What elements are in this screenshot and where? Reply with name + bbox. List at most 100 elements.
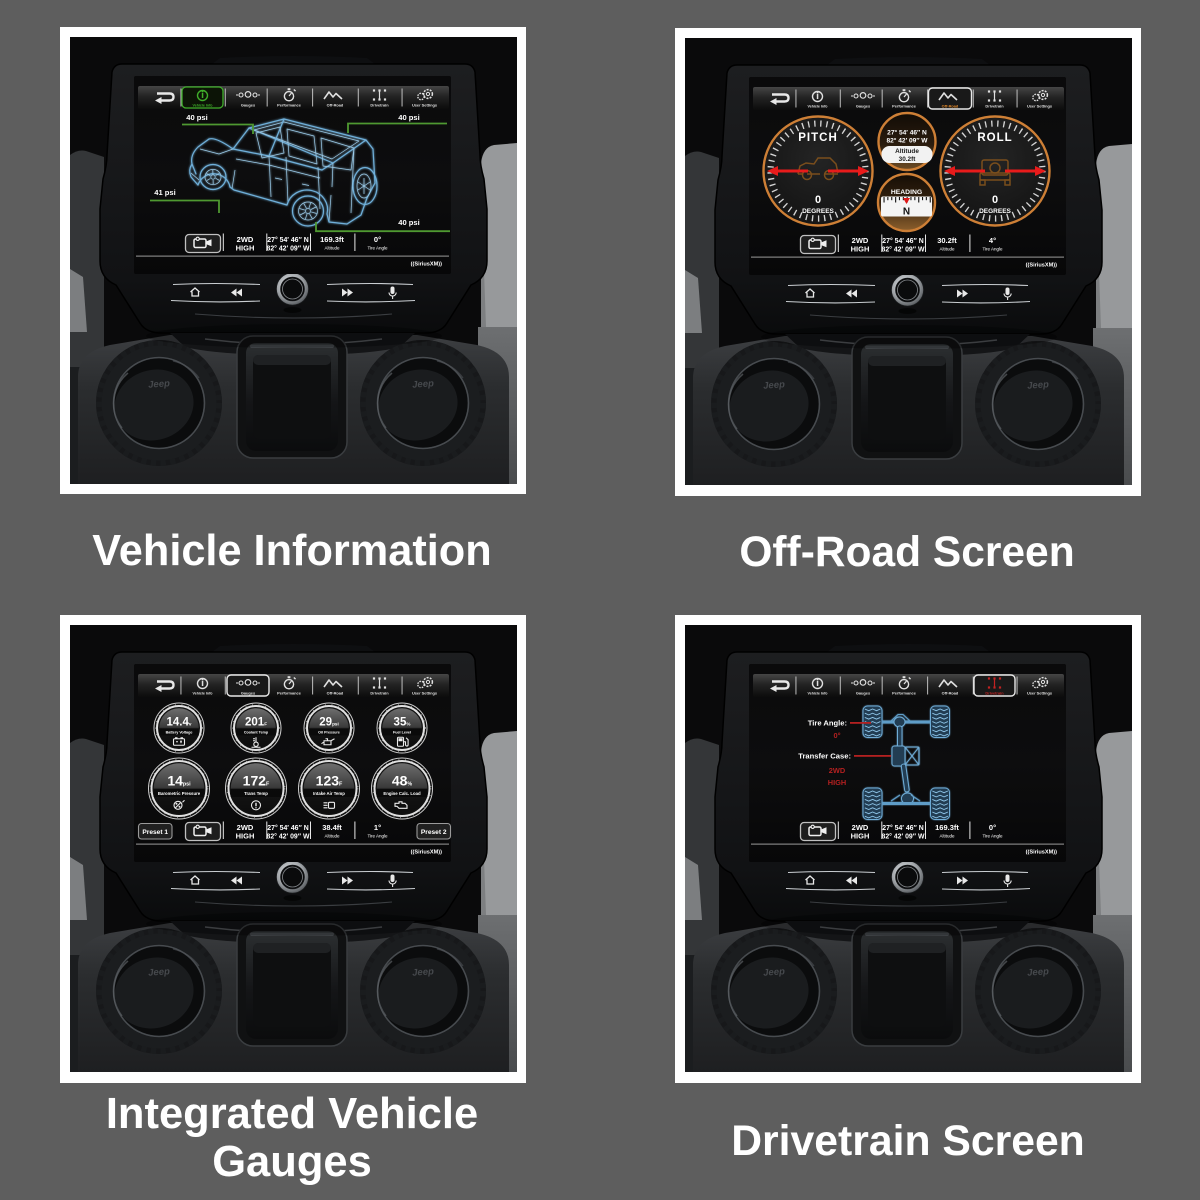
svg-text:HIGH: HIGH: [235, 243, 254, 252]
svg-text:14psi: 14psi: [167, 772, 191, 788]
svg-text:30.2ft: 30.2ft: [898, 156, 916, 163]
svg-text:Trans Temp: Trans Temp: [244, 790, 268, 795]
svg-text:0: 0: [991, 194, 997, 206]
svg-text:Gauges: Gauges: [240, 690, 254, 695]
svg-text:Drivetrain: Drivetrain: [370, 690, 389, 695]
svg-text:Tire Angle:: Tire Angle:: [807, 718, 846, 727]
svg-text:Altitude: Altitude: [939, 833, 955, 838]
svg-text:Vehicle Info: Vehicle Info: [192, 691, 213, 695]
svg-text:1°: 1°: [373, 823, 380, 832]
svg-text:User Settings: User Settings: [1026, 103, 1051, 108]
svg-text:Drivetrain: Drivetrain: [370, 102, 389, 107]
svg-text:Barometric Pressure: Barometric Pressure: [157, 790, 200, 795]
svg-text:Jeep: Jeep: [1026, 379, 1049, 391]
svg-text:DEGREES: DEGREES: [979, 208, 1011, 215]
svg-text:Tire Angle: Tire Angle: [367, 245, 388, 250]
svg-text:User Settings: User Settings: [1026, 690, 1051, 695]
svg-text:HIGH: HIGH: [850, 831, 869, 840]
svg-text:HIGH: HIGH: [827, 778, 845, 787]
svg-text:((SiriusXM)): ((SiriusXM)): [1025, 849, 1057, 855]
svg-text:82° 42′ 09″ W: 82° 42′ 09″ W: [886, 136, 928, 144]
svg-text:Altitude: Altitude: [324, 245, 340, 250]
svg-text:Tire Angle: Tire Angle: [982, 833, 1003, 838]
svg-text:Jeep: Jeep: [762, 966, 785, 978]
svg-text:HIGH: HIGH: [850, 244, 869, 253]
svg-text:27° 54′ 46″ N: 27° 54′ 46″ N: [267, 823, 308, 831]
svg-text:Oil Pressure: Oil Pressure: [318, 730, 340, 734]
svg-text:0°: 0°: [373, 235, 380, 244]
svg-text:82° 42′ 09″ W: 82° 42′ 09″ W: [881, 245, 924, 253]
svg-text:38.4ft: 38.4ft: [322, 823, 342, 832]
svg-text:PITCH: PITCH: [798, 132, 838, 144]
svg-text:Jeep: Jeep: [411, 966, 434, 978]
svg-text:Transfer Case:: Transfer Case:: [798, 751, 851, 760]
svg-text:HEADING: HEADING: [890, 189, 921, 196]
svg-text:40 psi: 40 psi: [398, 113, 420, 122]
svg-text:Performance: Performance: [892, 690, 917, 695]
svg-text:Jeep: Jeep: [1026, 966, 1049, 978]
svg-text:Jeep: Jeep: [411, 378, 434, 390]
svg-text:Engine Calc. Load: Engine Calc. Load: [383, 790, 421, 795]
svg-text:Gauges: Gauges: [855, 103, 869, 108]
svg-text:2WD: 2WD: [236, 234, 253, 243]
svg-text:Jeep: Jeep: [147, 966, 170, 978]
svg-text:Vehicle Info: Vehicle Info: [807, 691, 828, 695]
svg-text:82° 42′ 09″ W: 82° 42′ 09″ W: [266, 244, 309, 252]
svg-text:2WD: 2WD: [828, 766, 845, 775]
svg-text:169.3ft: 169.3ft: [320, 235, 344, 244]
svg-text:Battery Voltage: Battery Voltage: [165, 730, 192, 734]
svg-text:172F: 172F: [242, 772, 269, 788]
svg-text:Jeep: Jeep: [147, 378, 170, 390]
svg-text:((SiriusXM)): ((SiriusXM)): [410, 849, 442, 855]
svg-text:41 psi: 41 psi: [154, 188, 176, 197]
svg-text:2WD: 2WD: [851, 822, 868, 831]
svg-text:40 psi: 40 psi: [186, 113, 208, 122]
svg-text:4°: 4°: [988, 236, 995, 245]
svg-text:27° 54′ 46″ N: 27° 54′ 46″ N: [882, 823, 923, 831]
svg-text:((SiriusXM)): ((SiriusXM)): [1025, 262, 1057, 268]
svg-text:27° 54′ 46″ N: 27° 54′ 46″ N: [882, 236, 923, 244]
svg-text:Altitude: Altitude: [895, 148, 919, 155]
svg-text:123F: 123F: [315, 772, 342, 788]
svg-text:82° 42′ 09″ W: 82° 42′ 09″ W: [266, 832, 309, 840]
svg-text:Altitude: Altitude: [324, 833, 340, 838]
svg-text:DEGREES: DEGREES: [802, 208, 834, 215]
svg-text:HIGH: HIGH: [235, 831, 254, 840]
svg-text:0°: 0°: [833, 731, 840, 740]
svg-text:Off-Road: Off-Road: [941, 103, 958, 108]
svg-text:Altitude: Altitude: [939, 246, 955, 251]
svg-text:Drivetrain: Drivetrain: [985, 690, 1004, 695]
svg-text:40 psi: 40 psi: [398, 218, 420, 227]
svg-text:2WD: 2WD: [851, 235, 868, 244]
svg-text:35%: 35%: [393, 716, 410, 728]
svg-text:2WD: 2WD: [236, 822, 253, 831]
svg-text:Off-Road: Off-Road: [941, 690, 958, 695]
svg-text:Preset 2: Preset 2: [420, 828, 446, 835]
svg-text:27° 54′ 46″ N: 27° 54′ 46″ N: [267, 235, 308, 243]
svg-text:14.4v: 14.4v: [166, 716, 191, 728]
svg-text:User Settings: User Settings: [411, 690, 436, 695]
svg-text:Performance: Performance: [892, 103, 917, 108]
svg-text:Vehicle Info: Vehicle Info: [807, 104, 828, 108]
svg-text:0°: 0°: [988, 823, 995, 832]
svg-text:ROLL: ROLL: [977, 132, 1012, 144]
svg-text:Fuel Level: Fuel Level: [392, 730, 410, 734]
svg-text:169.3ft: 169.3ft: [935, 823, 959, 832]
svg-text:Tire Angle: Tire Angle: [367, 833, 388, 838]
svg-text:Vehicle Info: Vehicle Info: [192, 103, 213, 107]
svg-text:30.2ft: 30.2ft: [937, 236, 957, 245]
svg-text:Performance: Performance: [277, 690, 302, 695]
svg-text:Intake Air Temp: Intake Air Temp: [313, 790, 345, 795]
svg-text:N: N: [902, 206, 909, 217]
svg-text:29psi: 29psi: [319, 716, 338, 728]
svg-text:Performance: Performance: [277, 102, 302, 107]
svg-text:((SiriusXM)): ((SiriusXM)): [410, 261, 442, 267]
svg-text:Coolant Temp: Coolant Temp: [243, 730, 268, 734]
svg-text:Off-Road: Off-Road: [326, 690, 343, 695]
svg-text:Drivetrain: Drivetrain: [985, 103, 1004, 108]
svg-text:Jeep: Jeep: [762, 379, 785, 391]
svg-text:Gauges: Gauges: [855, 690, 869, 695]
svg-text:Off-Road: Off-Road: [326, 102, 343, 107]
svg-text:0: 0: [814, 194, 820, 206]
svg-text:201F: 201F: [245, 716, 267, 728]
